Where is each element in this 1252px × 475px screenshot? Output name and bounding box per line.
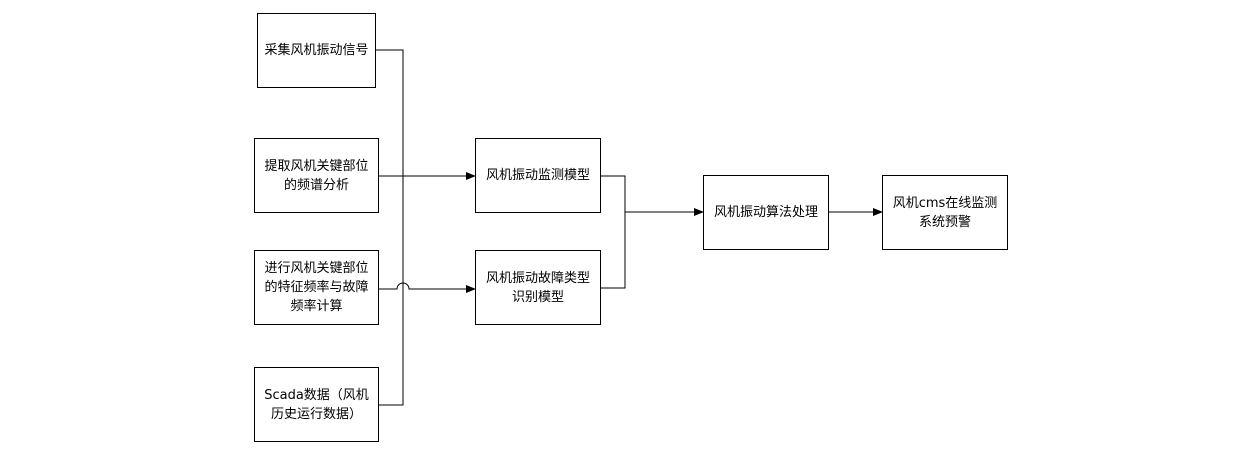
spectrum-analysis-label: 提取风机关键部位的频谱分析 (264, 158, 369, 193)
monitor-model-label: 风机振动监测模型 (485, 168, 590, 183)
cms-warning-box: 风机cms在线监测系统预警 (882, 175, 1008, 250)
monitor-model-box: 风机振动监测模型 (475, 138, 601, 213)
merge-line (601, 175, 626, 289)
collect-signal-label: 采集风机振动信号 (264, 43, 369, 58)
fault-model-box: 风机振动故障类型识别模型 (475, 250, 601, 325)
fault-model-label: 风机振动故障类型识别模型 (485, 270, 590, 305)
arrow-to-fault-model (379, 282, 476, 293)
freq-calc-label: 进行风机关键部位的特征频率与故障频率计算 (264, 261, 369, 314)
cms-warning-label: 风机cms在线监测系统预警 (892, 195, 998, 230)
freq-calc-box: 进行风机关键部位的特征频率与故障频率计算 (254, 250, 379, 325)
algorithm-box: 风机振动算法处理 (703, 175, 829, 250)
scada-data-label: Scada数据（风机历史运行数据） (264, 387, 369, 422)
algorithm-label: 风机振动算法处理 (713, 205, 818, 220)
scada-data-box: Scada数据（风机历史运行数据） (254, 367, 379, 442)
collect-signal-box: 采集风机振动信号 (257, 13, 376, 88)
input-bus-line (376, 49, 404, 406)
spectrum-analysis-box: 提取风机关键部位的频谱分析 (254, 138, 379, 213)
